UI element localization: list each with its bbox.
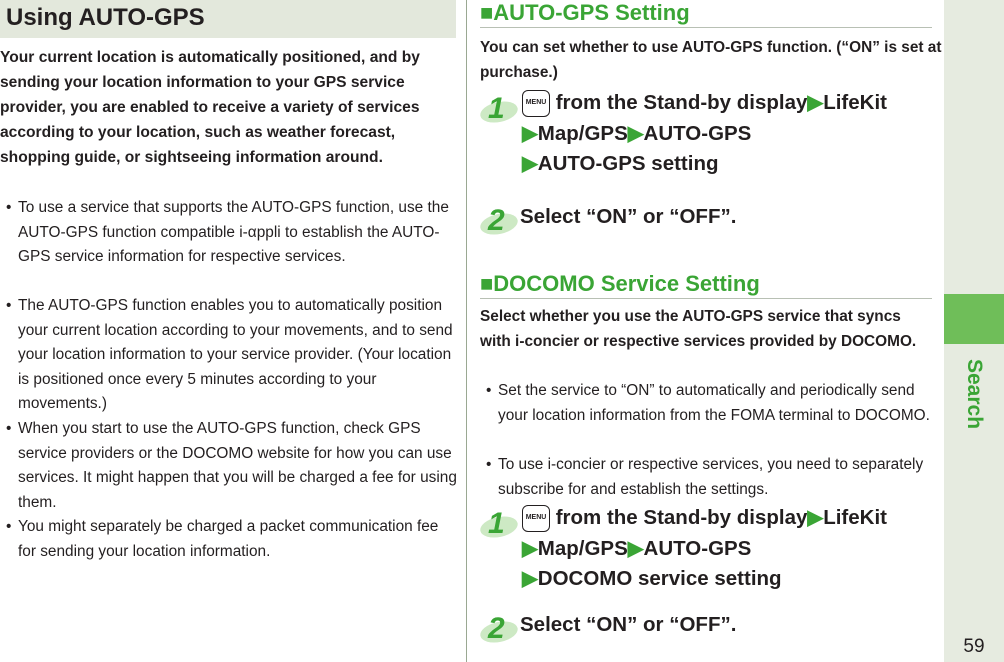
section-rule bbox=[480, 27, 932, 28]
bullet-text: To use i-concier or respective services,… bbox=[498, 456, 924, 498]
section-header-using-auto-gps: Using AUTO-GPS bbox=[0, 0, 456, 38]
section-rule bbox=[480, 298, 932, 299]
bullet-item: • To use a service that supports the AUT… bbox=[0, 196, 458, 270]
bullet-text: You might separately be charged a packet… bbox=[18, 518, 439, 560]
section-auto-gps-setting: ■AUTO-GPS Setting bbox=[480, 1, 932, 25]
bullet-item: • The AUTO-GPS function enables you to a… bbox=[0, 294, 458, 417]
section-title: ■AUTO-GPS Setting bbox=[480, 0, 690, 25]
section-description: You can set whether to use AUTO-GPS func… bbox=[480, 39, 942, 81]
bullet-mark: • bbox=[486, 382, 492, 399]
page-number: 59 bbox=[963, 636, 985, 657]
menu-key-icon: MENU bbox=[522, 505, 550, 533]
step-instruction: MENU from the Stand-by display▶LifeKit ▶… bbox=[522, 90, 887, 175]
section-heading: Using AUTO-GPS bbox=[6, 4, 205, 31]
step-number: 1 bbox=[478, 507, 520, 541]
arrow-icon: ▶ bbox=[522, 121, 538, 145]
arrow-icon: ▶ bbox=[627, 536, 644, 560]
arrow-icon: ▶ bbox=[627, 121, 644, 145]
bullet-mark: • bbox=[6, 297, 12, 314]
bullet-text: The AUTO-GPS function enables you to aut… bbox=[18, 297, 453, 412]
section-docomo-service-setting: ■DOCOMO Service Setting bbox=[480, 272, 932, 296]
bullet-text: When you start to use the AUTO-GPS funct… bbox=[18, 420, 457, 511]
arrow-icon: ▶ bbox=[522, 536, 538, 560]
bullet-text: To use a service that supports the AUTO-… bbox=[18, 199, 449, 265]
step-instruction: Select “ON” or “OFF”. bbox=[520, 613, 737, 636]
bullet-item: • To use i-concier or respective service… bbox=[480, 453, 932, 502]
bullet-mark: • bbox=[6, 518, 12, 535]
step-number: 2 bbox=[478, 204, 520, 238]
step-number: 2 bbox=[478, 612, 520, 646]
arrow-icon: ▶ bbox=[522, 152, 538, 175]
arrow-icon: ▶ bbox=[807, 506, 824, 529]
bullet-item: • You might separately be charged a pack… bbox=[0, 515, 458, 564]
section-description: Select whether you use the AUTO-GPS serv… bbox=[480, 308, 917, 350]
step-instruction: MENU from the Stand-by display▶LifeKit ▶… bbox=[522, 505, 887, 590]
bullet-mark: • bbox=[486, 456, 492, 473]
step-instruction: Select “ON” or “OFF”. bbox=[520, 205, 737, 228]
menu-key-icon: MENU bbox=[522, 90, 550, 118]
intro-paragraph: Your current location is automatically p… bbox=[0, 49, 420, 166]
bullet-mark: • bbox=[6, 199, 12, 216]
bullet-text: Set the service to “ON” to automatically… bbox=[498, 382, 930, 424]
bullet-item: • When you start to use the AUTO-GPS fun… bbox=[0, 417, 458, 515]
arrow-icon: ▶ bbox=[522, 567, 538, 590]
side-tab-label: Search bbox=[963, 358, 986, 430]
step-number: 1 bbox=[478, 92, 520, 126]
bullet-item: • Set the service to “ON” to automatical… bbox=[480, 379, 940, 428]
section-title: ■DOCOMO Service Setting bbox=[480, 271, 760, 296]
side-tab-marker bbox=[944, 294, 1004, 344]
column-divider bbox=[466, 0, 467, 662]
arrow-icon: ▶ bbox=[807, 91, 824, 114]
bullet-mark: • bbox=[6, 420, 12, 437]
